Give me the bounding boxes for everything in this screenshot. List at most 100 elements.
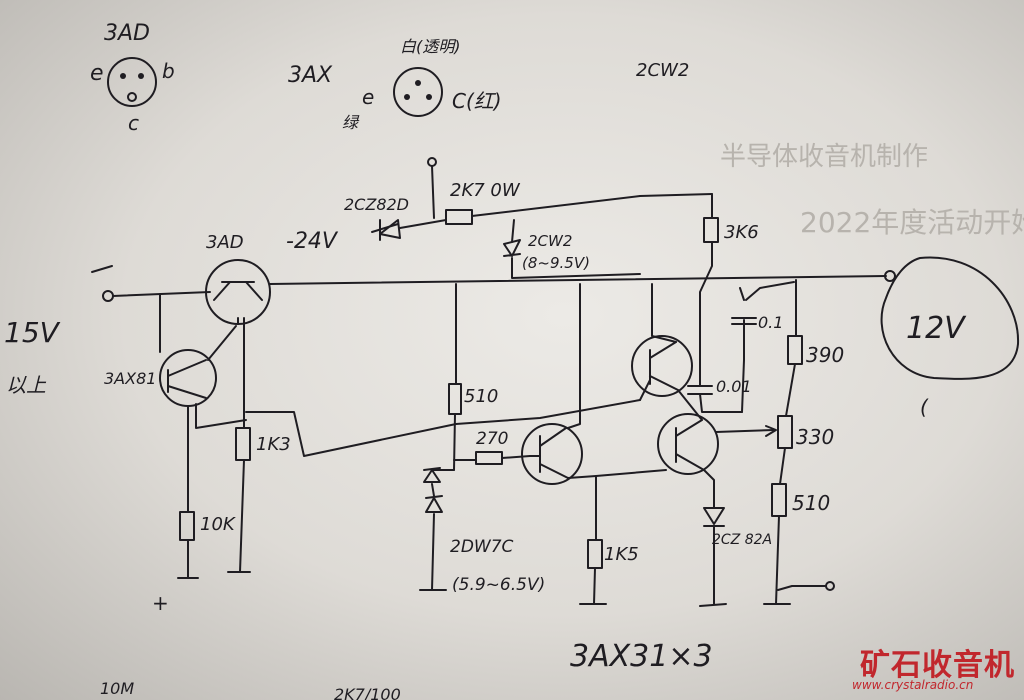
pinout-3ax-e-color: 绿	[342, 113, 360, 132]
pinout-3ax: 3AX 白(透明) e 绿 C(红)	[288, 37, 502, 132]
output-neg-terminal	[825, 581, 835, 591]
output-bubble	[880, 256, 1020, 380]
wire-q1-to-q3	[595, 469, 667, 477]
output-rail	[269, 275, 887, 285]
driver-emitter-wire	[207, 325, 237, 361]
wire-cap01	[739, 287, 745, 413]
transistors-label: 3AX31×3	[570, 639, 713, 674]
pinout-3ad-e: e	[90, 61, 104, 86]
resistor-330-pot	[777, 415, 793, 449]
zener-2dw7c-label: 2DW7C	[450, 537, 514, 557]
top-supply-rail	[639, 193, 713, 197]
wire-1k3-bottom	[227, 459, 251, 573]
resistor-3k6	[703, 217, 719, 243]
driver-base-wire	[195, 403, 247, 429]
transistor-3ax31-a	[521, 423, 583, 485]
transistor-3ax31-b	[631, 335, 693, 397]
pinout-3ax-c: C(红)	[452, 89, 502, 113]
wire-3k6-bottom	[699, 241, 713, 361]
zener-2dw7c-wire	[431, 469, 455, 591]
resistor-2k7	[445, 209, 473, 225]
wire-q2-collector	[651, 283, 677, 343]
resistor-1k3-label: 1K3	[256, 434, 291, 455]
wire-2k7-right	[471, 195, 641, 217]
resistor-3k6-label: 3K6	[724, 222, 759, 243]
bottom-mid-note: 2K7/100	[334, 685, 401, 700]
wire-270-right	[501, 455, 531, 459]
pinout-3ad-label: 3AD	[104, 21, 150, 46]
output-voltage-label: 12V	[906, 311, 967, 346]
output-mark: (	[920, 395, 929, 419]
watermark-url: www.crystalradio.cn	[852, 678, 974, 692]
neg24-label: -24V	[286, 229, 339, 254]
wire-q1-collector	[567, 283, 581, 429]
wire-001-bottom	[699, 393, 743, 413]
zener-2dw7c-range: (5.9~6.5V)	[452, 575, 545, 595]
resistor-390	[787, 335, 803, 365]
wire-q3-emitter	[703, 469, 715, 509]
resistor-270	[475, 451, 503, 465]
ground-2cz82a	[699, 525, 727, 607]
input-note-label: 以上	[6, 373, 47, 397]
transistor-3ax81: 3AX81	[104, 349, 217, 407]
input-voltage-label: 15V	[4, 316, 61, 349]
zener-2cw2-label: 2CW2	[528, 232, 572, 250]
plus-label: +	[152, 591, 169, 615]
wire-330-bottom	[779, 447, 786, 485]
zener-2dw7c-b	[425, 495, 443, 513]
zener-2cw2-lead-bottom	[511, 257, 641, 279]
ground-510-right	[763, 515, 791, 605]
pinout-3ax-e: e	[362, 85, 374, 109]
diode-2cz82d	[379, 219, 401, 241]
wire-q2-to-q3	[677, 389, 703, 421]
transistor-3ax31-c	[657, 413, 719, 475]
pinout-2cw2-label: 2CW2	[636, 60, 689, 81]
wire-10k-bottom	[177, 539, 199, 579]
resistor-270-label: 270	[476, 429, 508, 449]
transistor-3ad-label: 3AD	[206, 232, 244, 253]
wire-2k7-left	[399, 219, 447, 229]
transistor-3ax81-label: 3AX81	[104, 369, 156, 388]
zener-2cw2	[503, 239, 521, 257]
wire-510-mid-bottom	[453, 413, 456, 471]
capacitor-001-label: 0.01	[716, 377, 752, 396]
resistor-510-mid	[448, 383, 462, 415]
resistor-510-right	[771, 483, 787, 517]
wire-q1-emitter	[567, 475, 597, 541]
output-terminal	[884, 270, 896, 282]
bottom-left-note: 10M	[100, 679, 134, 698]
resistor-1k5-label: 1K5	[604, 544, 639, 565]
bleed-through-line2: 2022年度活动开始(回顾)	[800, 206, 1024, 239]
resistor-2k7-label: 2K7 0W	[450, 180, 521, 201]
diode-2cz82d-lead	[371, 223, 399, 233]
wire-390-bottom	[785, 363, 796, 417]
wire-q2-base	[639, 379, 651, 401]
resistor-510-mid-label: 510	[464, 386, 498, 407]
resistor-10k	[179, 511, 195, 541]
pinout-3ax-label: 3AX	[288, 63, 333, 88]
pinout-3ax-note: 白(透明)	[400, 37, 461, 56]
resistor-1k3	[235, 427, 251, 461]
input-rail	[112, 291, 211, 297]
resistor-390-label: 390	[806, 343, 844, 367]
wire-q3-base	[715, 429, 775, 433]
capacitor-01	[731, 317, 757, 325]
pinout-3ad-c: c	[128, 111, 139, 135]
watermark-logo: 矿石收音机 www.crystalradio.cn	[852, 640, 1022, 698]
capacitor-01-label: 0.1	[758, 313, 783, 332]
zener-2cw2-range: (8~9.5V)	[522, 254, 590, 272]
bleed-through-line1: 半导体收音机制作	[720, 142, 928, 172]
neg24-stub	[431, 165, 435, 219]
resistor-330-label: 330	[796, 425, 834, 449]
zener-2cw2-lead-top	[511, 219, 515, 243]
watermark-name: 矿石收音机	[860, 648, 1015, 683]
transistor-3ad: 3AD	[205, 232, 271, 325]
diode-2cz82d-label: 2CZ82D	[344, 195, 409, 214]
pinout-3ad-b: b	[162, 59, 175, 83]
resistor-10k-label: 10K	[200, 514, 236, 535]
input-tick	[91, 265, 113, 273]
pinout-3ad: 3AD e b c	[90, 21, 175, 135]
input-terminal	[102, 290, 114, 302]
